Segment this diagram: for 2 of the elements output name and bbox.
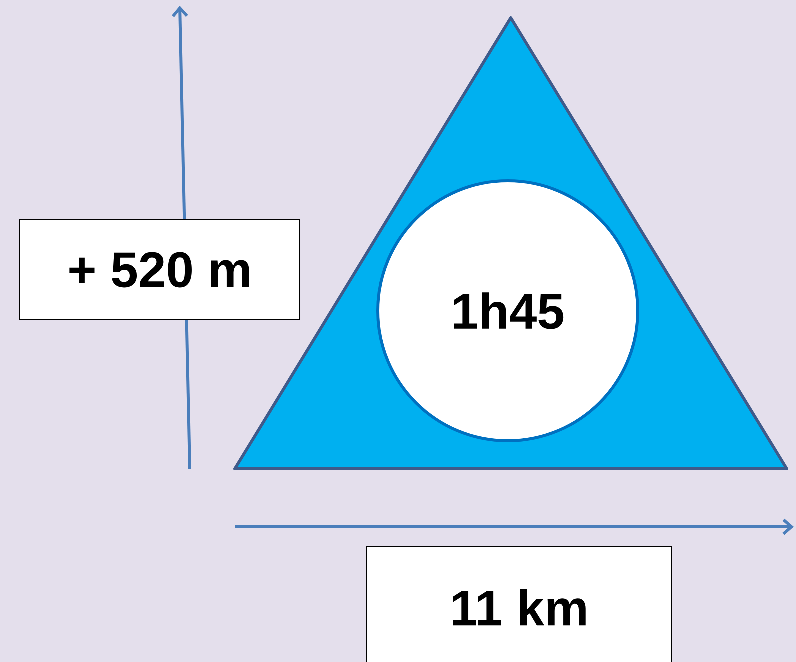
measure-box: 11 km	[366, 546, 672, 662]
measure-box: + 520 m	[20, 220, 300, 320]
